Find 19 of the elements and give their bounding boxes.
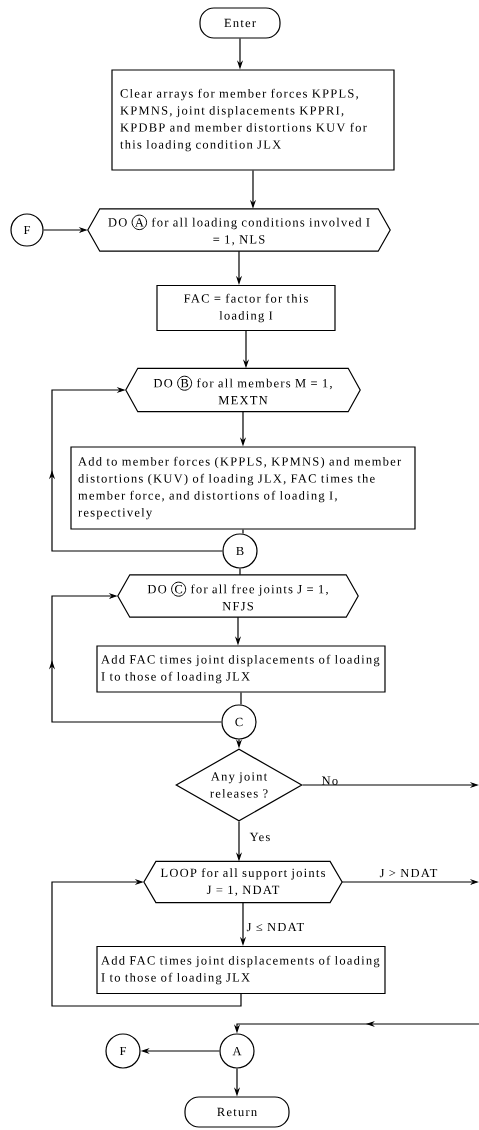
loop-hexagon: LOOP for all support joints J = 1, NDAT: [143, 860, 343, 904]
edge-label: J > NDAT: [379, 868, 438, 878]
process-box: Add to member forces (KPPLS, KPMNS) and member distortions (KUV) of loading JLX, FAC times the member force, and distortions of loading I, respectively: [70, 446, 416, 530]
process-box: Add FAC times joint displacements of loading I to those of loading JLX: [96, 945, 386, 995]
circled-letter: A: [131, 214, 148, 231]
process-box: Add FAC times joint displacements of loading I to those of loading JLX: [96, 645, 386, 693]
edge-label: Yes: [249, 832, 270, 842]
arrow: [48, 386, 223, 552]
edge-label: J ≤ NDAT: [246, 922, 304, 932]
process-box: FAC = factor for this loading I: [156, 284, 336, 332]
process-box: Clear arrays for member forces KPPLS, KPMNS, joint displacements KPPRI, KPDBP and member distortions KUV for this loading condition JLX: [111, 69, 395, 171]
loop-hexagon: DO A for all loading conditions involved I = 1, NLS: [87, 208, 391, 252]
arrow: [48, 592, 222, 723]
circled-letter: C: [171, 581, 187, 597]
loop-hexagon: DO B for all members M = 1, MEXTN: [125, 367, 361, 413]
arrow: [51, 878, 242, 1007]
circled-letter: B: [177, 375, 193, 391]
loop-hexagon: DO C for all free joints J = 1, NFJS: [117, 574, 359, 618]
edge-label: No: [321, 776, 338, 785]
